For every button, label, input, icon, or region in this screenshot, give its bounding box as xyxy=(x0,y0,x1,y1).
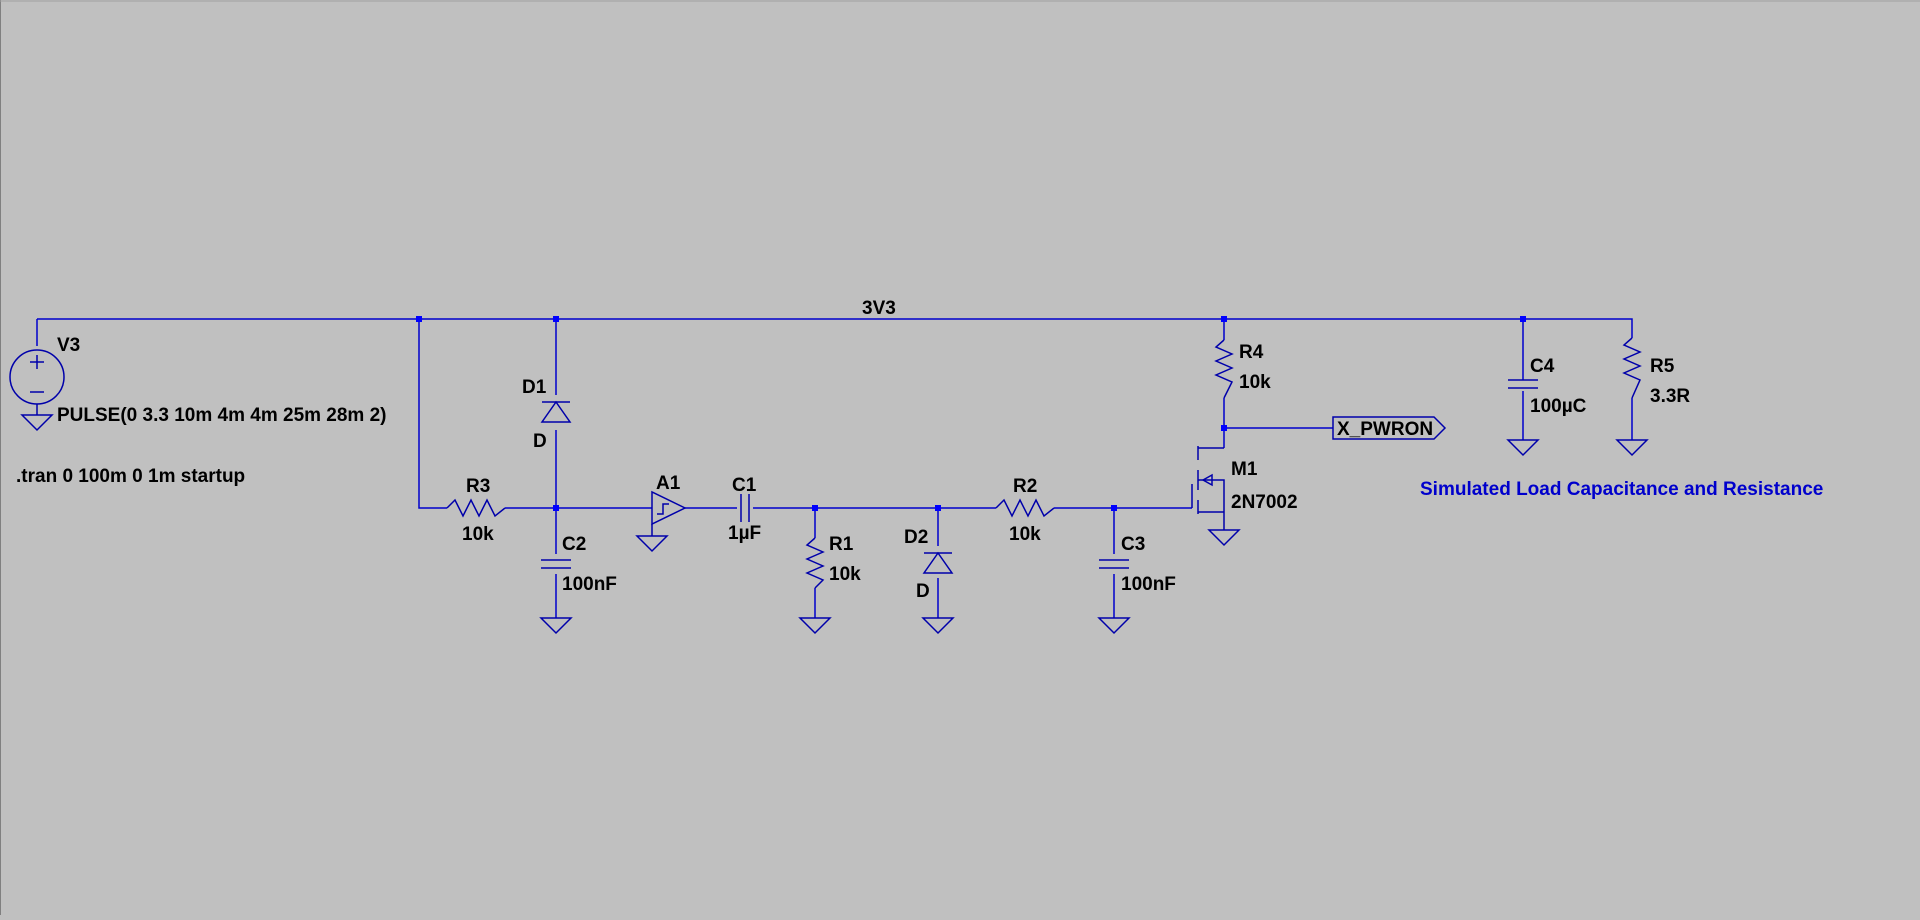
v3-ref: V3 xyxy=(57,335,80,356)
ground-icon xyxy=(1506,439,1540,457)
net-port-x-pwron[interactable]: X_PWRON xyxy=(1332,416,1447,440)
c4-value: 100µC xyxy=(1530,396,1587,417)
diode-d2[interactable]: D2 D xyxy=(904,527,955,635)
plus-sign-icon xyxy=(30,355,44,369)
capacitor-c2[interactable]: C2 100nF xyxy=(539,534,617,635)
buffer-a1[interactable]: A1 xyxy=(635,473,687,553)
d1-value: D xyxy=(533,431,547,452)
spice-directive[interactable]: .tran 0 100m 0 1m startup xyxy=(16,466,245,487)
junction-dot xyxy=(935,505,941,511)
resistor-symbol xyxy=(1622,337,1642,399)
resistor-symbol xyxy=(1214,339,1234,399)
capacitor-c3[interactable]: C3 100nF xyxy=(1097,534,1176,635)
resistor-r5[interactable]: R5 3.3R xyxy=(1615,337,1690,457)
junction-dot xyxy=(553,505,559,511)
resistor-symbol xyxy=(446,498,506,518)
r5-ref: R5 xyxy=(1650,356,1675,377)
c3-value: 100nF xyxy=(1121,574,1176,595)
resistor-symbol xyxy=(995,498,1055,518)
capacitor-c1[interactable]: C1 1µF xyxy=(728,475,761,544)
m1-value: 2N7002 xyxy=(1231,492,1298,513)
r4-value: 10k xyxy=(1239,372,1271,393)
r3-value: 10k xyxy=(462,524,494,545)
resistor-r4[interactable]: R4 10k xyxy=(1214,339,1271,399)
resistor-r2[interactable]: R2 10k xyxy=(995,476,1055,545)
port-flag-icon xyxy=(1332,416,1447,440)
resistor-symbol xyxy=(805,537,825,589)
wire-3v3-rail xyxy=(37,318,1633,338)
r1-value: 10k xyxy=(829,564,861,585)
junction-dot xyxy=(553,316,559,322)
net-label-3v3[interactable]: 3V3 xyxy=(862,298,896,319)
capacitor-symbol xyxy=(541,559,571,569)
wires xyxy=(36,318,1633,618)
c1-ref: C1 xyxy=(732,475,757,496)
junction-dot xyxy=(416,316,422,322)
junction-dot xyxy=(1221,425,1227,431)
r5-value: 3.3R xyxy=(1650,386,1690,407)
c2-ref: C2 xyxy=(562,534,586,555)
v3-value: PULSE(0 3.3 10m 4m 4m 25m 28m 2) xyxy=(57,405,387,426)
d2-value: D xyxy=(916,581,930,602)
r4-ref: R4 xyxy=(1239,342,1264,363)
c1-value: 1µF xyxy=(728,523,761,544)
junctions xyxy=(416,316,1526,511)
resistor-r3[interactable]: R3 10k xyxy=(446,476,506,545)
ground-icon xyxy=(20,414,54,432)
ground-icon xyxy=(1207,529,1241,547)
r3-ref: R3 xyxy=(466,476,490,497)
capacitor-symbol xyxy=(740,494,750,522)
schmitt-buffer-symbol xyxy=(651,490,687,526)
resistor-r1[interactable]: R1 10k xyxy=(798,534,861,635)
d1-ref: D1 xyxy=(522,377,547,398)
r2-value: 10k xyxy=(1009,524,1041,545)
port-label: X_PWRON xyxy=(1337,419,1433,440)
wire-r3-left xyxy=(418,319,447,509)
drain-source-leads xyxy=(1198,447,1225,530)
body-arrow-icon xyxy=(1201,473,1213,487)
a1-ref: A1 xyxy=(656,473,681,494)
hysteresis-icon xyxy=(657,503,669,515)
junction-dot xyxy=(1111,505,1117,511)
c2-value: 100nF xyxy=(562,574,617,595)
ground-icon xyxy=(921,617,955,635)
junction-dot xyxy=(812,505,818,511)
c4-ref: C4 xyxy=(1530,356,1555,377)
junction-dot xyxy=(1221,316,1227,322)
mosfet-m1[interactable]: M1 2N7002 xyxy=(1191,446,1298,547)
capacitor-symbol xyxy=(1099,559,1129,569)
voltage-source-v3[interactable]: V3 PULSE(0 3.3 10m 4m 4m 25m 28m 2) xyxy=(9,335,387,432)
diode-symbol xyxy=(922,551,954,574)
diode-d1[interactable]: D1 D xyxy=(522,377,572,452)
d2-ref: D2 xyxy=(904,527,928,548)
ground-icon xyxy=(798,617,832,635)
junction-dot xyxy=(1520,316,1526,322)
ground-icon xyxy=(1615,439,1649,457)
capacitor-symbol xyxy=(1508,379,1538,389)
wire-r4-drain xyxy=(1223,398,1333,429)
diode-symbol xyxy=(540,400,572,423)
r1-ref: R1 xyxy=(829,534,854,555)
ground-icon xyxy=(635,535,669,553)
ground-icon xyxy=(1097,617,1131,635)
r2-ref: R2 xyxy=(1013,476,1037,497)
ground-icon xyxy=(539,617,573,635)
c3-ref: C3 xyxy=(1121,534,1145,555)
capacitor-c4[interactable]: C4 100µC xyxy=(1506,356,1587,457)
load-comment[interactable]: Simulated Load Capacitance and Resistanc… xyxy=(1420,479,1823,500)
m1-ref: M1 xyxy=(1231,459,1258,480)
